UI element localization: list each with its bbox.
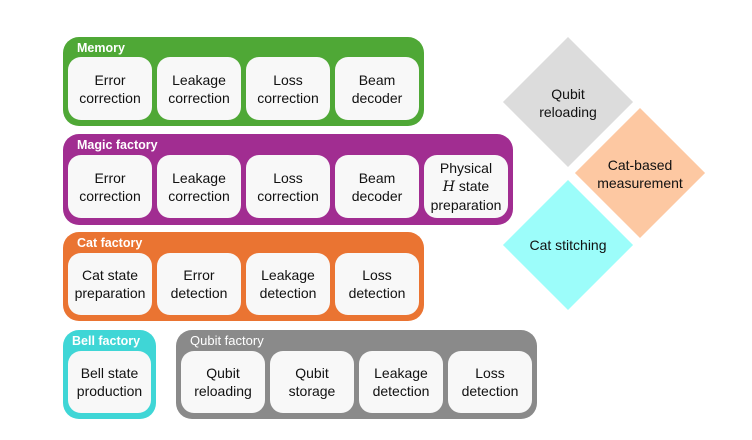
card-label: decoder [351, 187, 403, 204]
card-label: detection [259, 285, 317, 301]
card-label: Beam [358, 71, 396, 88]
qubit-factory-panel-title: Qubit factory [190, 333, 264, 348]
magic-physical-h-state-preparation-card: Physical H state preparation [424, 155, 508, 218]
qubit-storage-card: Qubit storage [270, 351, 354, 413]
diamond-label-line: reloading [539, 104, 597, 120]
card-label: correction [168, 187, 230, 204]
cat-leakage-detection-card: Leakage detection [246, 253, 330, 315]
card-label: Bell state [80, 365, 139, 381]
bell-factory-panel-title: Bell factory [72, 334, 141, 348]
card-label: Qubit [206, 365, 240, 381]
card-label: Leakage [261, 267, 315, 283]
card-label: reloading [194, 383, 252, 399]
cat-error-detection-card: Error detection [157, 253, 241, 315]
cat-loss-detection-card: Loss detection [335, 253, 419, 315]
card-label: Leakage [172, 169, 226, 186]
card-label: Loss [475, 365, 505, 381]
cat-state-preparation-card: Cat state preparation [68, 253, 152, 315]
bell-state-production-card: Bell state production [68, 351, 151, 413]
diamond-label-line: Qubit [551, 86, 585, 102]
card-label: H state [431, 177, 502, 196]
card-label: Loss [273, 71, 303, 88]
card-label: Loss [273, 169, 303, 186]
qubit-factory-panel: Qubit factory Qubit reloading Qubit storag… [176, 330, 537, 419]
cat-factory-panel: Cat factory Cat state preparation Error de… [63, 232, 424, 321]
diamond-label-line: measurement [597, 175, 683, 191]
card-label: detection [372, 383, 430, 399]
qubit-reloading-card: Qubit reloading [181, 351, 265, 413]
qubit-reloading-diamond-label: Qubit reloading [498, 85, 638, 121]
cat-based-measurement-diamond-label: Cat-based measurement [570, 156, 710, 192]
card-label: production [76, 383, 143, 399]
qubit-leakage-detection-card: Leakage detection [359, 351, 443, 413]
cat-factory-panel-title: Cat factory [77, 236, 143, 250]
card-label: detection [170, 285, 228, 301]
card-label: state [458, 178, 490, 194]
card-label: Error [94, 169, 126, 186]
card-label: Beam [358, 169, 396, 186]
card-label: Qubit [295, 365, 329, 381]
card-label: Cat state [81, 267, 138, 283]
card-label: detection [348, 285, 406, 301]
card-label: correction [257, 187, 319, 204]
diamond-label-line: Cat-based [607, 157, 673, 173]
card-label: Leakage [172, 71, 226, 88]
card-label: correction [168, 89, 230, 106]
card-label: correction [257, 89, 319, 106]
qubit-loss-detection-card: Loss detection [448, 351, 532, 413]
card-label: Loss [362, 267, 392, 283]
card-label: Physical [439, 160, 493, 176]
cat-stitching-diamond-label: Cat stitching [498, 236, 638, 254]
card-label: correction [79, 89, 141, 106]
card-label: correction [79, 187, 141, 204]
bell-factory-panel: Bell factory Bell state production [63, 330, 156, 419]
card-label: Leakage [374, 365, 428, 381]
h-state-symbol: H [442, 179, 455, 195]
card-label: preparation [74, 285, 146, 301]
card-label: decoder [351, 89, 403, 106]
magic-factory-panel-title: Magic factory [77, 138, 158, 152]
card-label: Error [94, 71, 126, 88]
diamond-label-line: Cat stitching [529, 237, 607, 253]
card-label: storage [288, 383, 336, 399]
card-label: preparation [430, 197, 502, 213]
card-label: detection [461, 383, 519, 399]
memory-panel-title: Memory [77, 41, 125, 55]
card-label: Error [183, 267, 215, 283]
